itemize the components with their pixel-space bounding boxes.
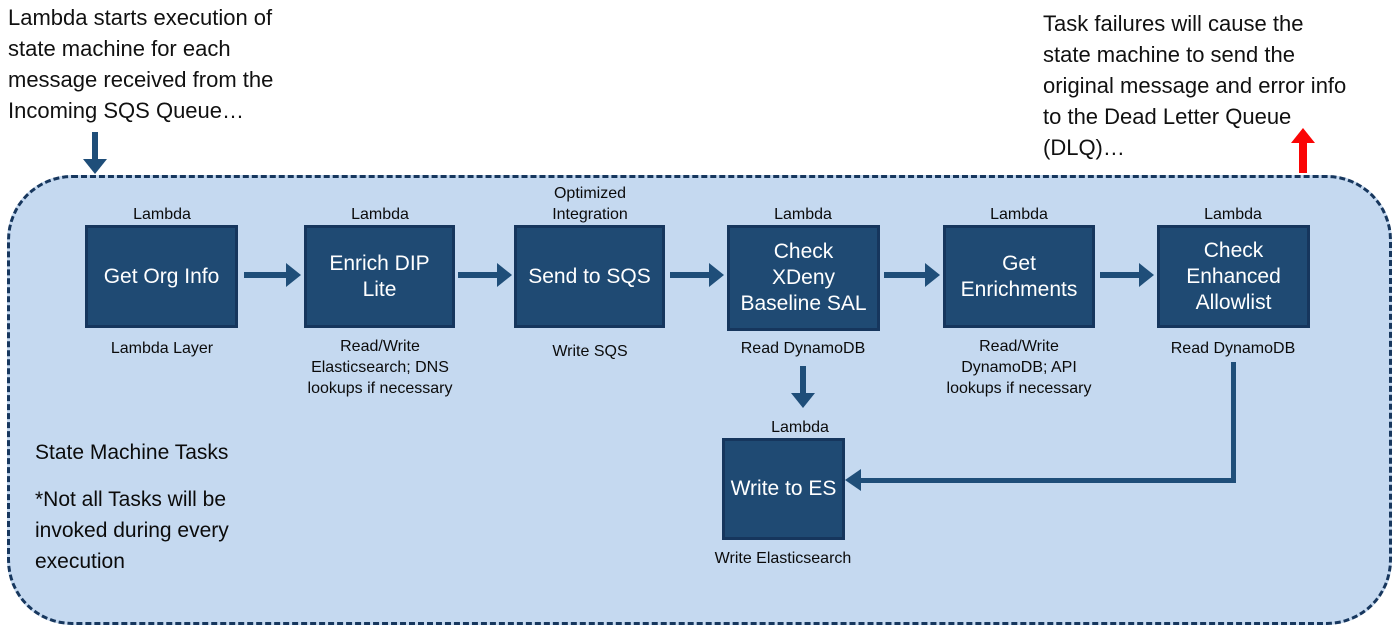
flow-arrow-right-icon: [1100, 262, 1154, 288]
task-box: Check Enhanced Allowlist: [1157, 225, 1310, 328]
arrow-head: [1139, 263, 1154, 287]
container-footnote: *Not all Tasks will be invoked during ev…: [35, 488, 229, 573]
task-bottom-label: Read DynamoDB: [1170, 340, 1296, 357]
task-box: Write to ES: [722, 438, 845, 540]
task-top-label: Lambda: [990, 206, 1048, 223]
task-top-label: Lambda: [1204, 206, 1262, 223]
task-top-label: Optimized Integration: [552, 185, 628, 223]
arrow-shaft: [458, 272, 499, 278]
flow-arrow-right-icon: [244, 262, 301, 288]
arrow-head: [925, 263, 940, 287]
task-bottom-label: Write SQS: [552, 343, 628, 360]
task-bottom-label: Read/Write DynamoDB; API lookups if nece…: [946, 338, 1092, 397]
task-top-label: Lambda: [351, 206, 409, 223]
arrow-down-icon: [82, 132, 108, 174]
task-bottom-label: Read/Write Elasticsearch; DNS lookups if…: [307, 338, 453, 397]
arrow-shaft: [1299, 140, 1307, 173]
connector-vertical-segment: [1231, 362, 1236, 480]
arrow-head: [497, 263, 512, 287]
arrow-head: [83, 159, 107, 174]
arrow-shaft: [670, 272, 711, 278]
task-box: Get Org Info: [85, 225, 238, 328]
task-box: Enrich DIP Lite: [304, 225, 455, 328]
flow-arrow-right-icon: [670, 262, 724, 288]
task-top-label: Lambda: [771, 419, 829, 436]
arrow-shaft: [244, 272, 288, 278]
container-title: State Machine Tasks: [35, 441, 229, 464]
arrow-shaft: [1100, 272, 1141, 278]
connector-arrow-head-left: [845, 469, 861, 491]
arrow-shaft: [92, 132, 98, 161]
arrow-head: [791, 393, 815, 408]
task-bottom-label: Read DynamoDB: [740, 340, 866, 357]
flow-arrow-right-icon: [458, 262, 512, 288]
task-box: Send to SQS: [514, 225, 665, 328]
start-note: Lambda starts execution of state machine…: [8, 5, 274, 123]
task-top-label: Lambda: [133, 206, 191, 223]
arrow-head: [709, 263, 724, 287]
dlq-arrow-up-icon: [1290, 128, 1316, 173]
flow-arrow-down-icon: [790, 366, 816, 408]
task-box: Check XDeny Baseline SAL: [727, 225, 880, 331]
arrow-head: [1291, 128, 1315, 143]
dlq-note: Task failures will cause the state machi…: [1043, 11, 1347, 160]
task-box: Get Enrichments: [943, 225, 1095, 328]
task-top-label: Lambda: [774, 206, 832, 223]
arrow-shaft: [884, 272, 927, 278]
arrow-shaft: [800, 366, 806, 395]
task-bottom-label: Lambda Layer: [110, 340, 214, 357]
task-bottom-label: Write Elasticsearch: [714, 550, 852, 567]
flow-arrow-right-icon: [884, 262, 940, 288]
connector-horizontal-segment: [859, 478, 1236, 483]
arrow-head: [286, 263, 301, 287]
